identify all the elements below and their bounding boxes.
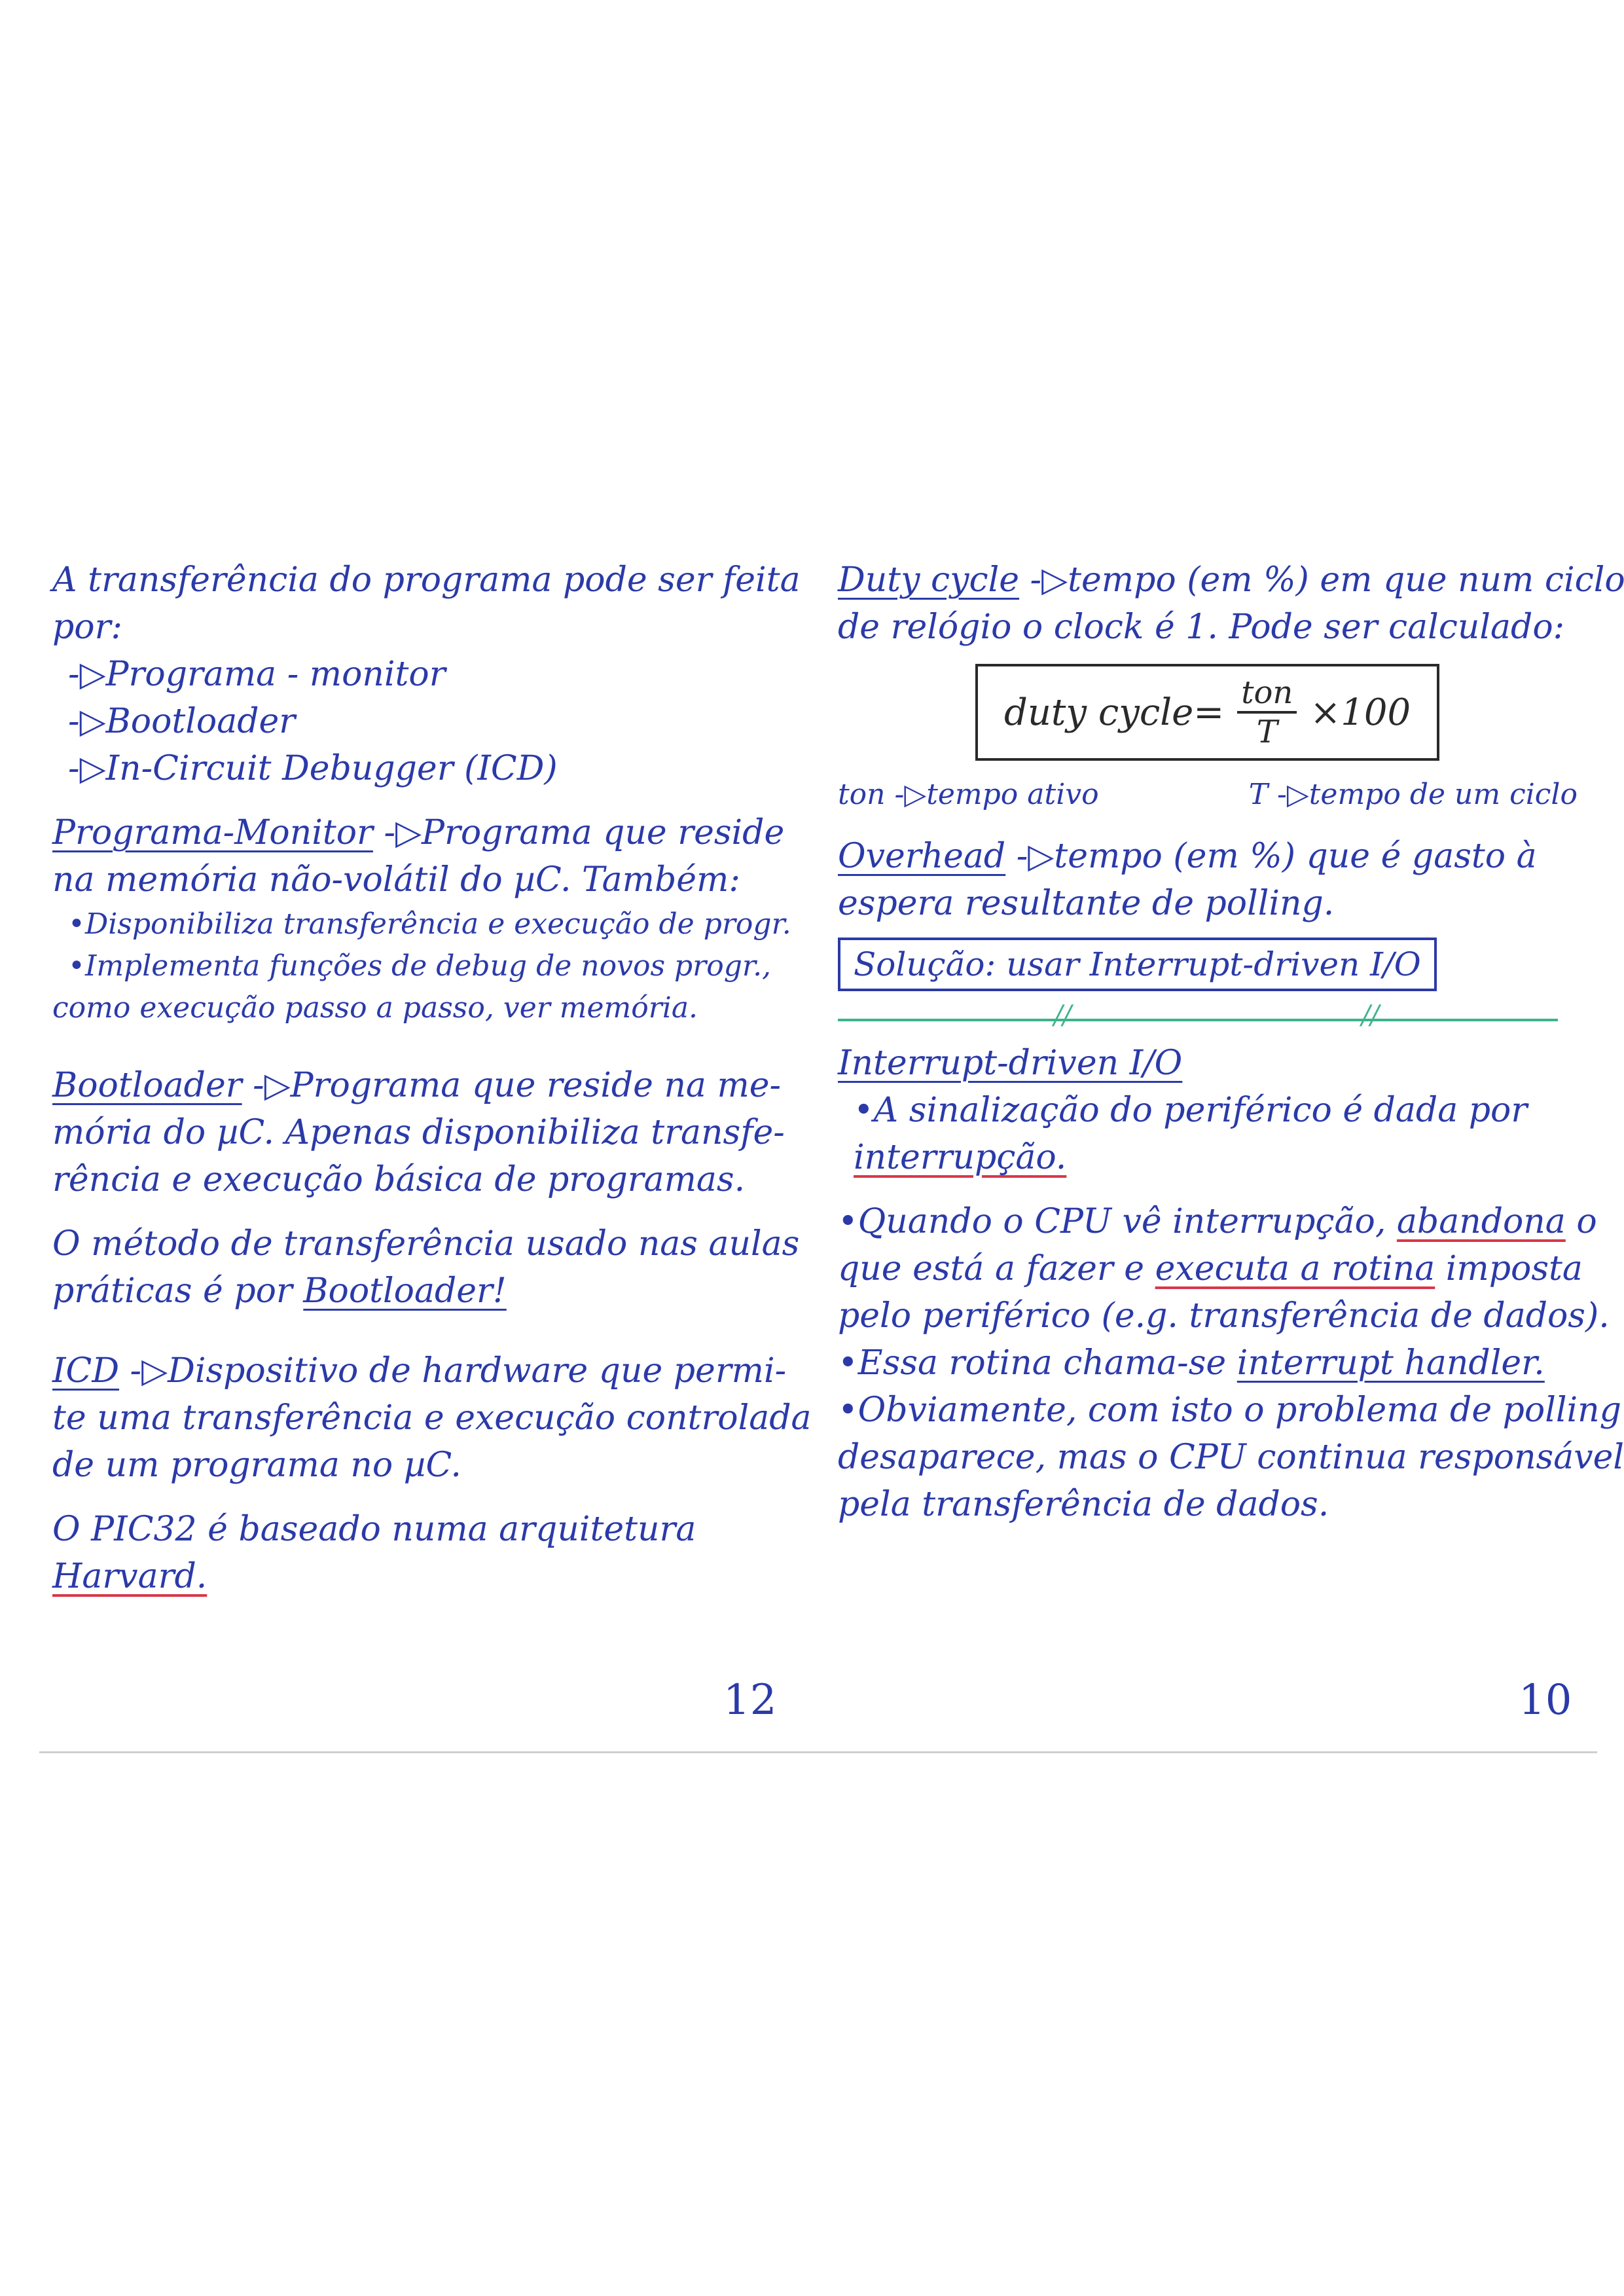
method-note-line-1: O método de transferência usado nas aula…: [52, 1224, 800, 1264]
monitor-line-2: na memória não-volátil do µC. Também:: [52, 860, 740, 900]
icd-term: ICD: [52, 1351, 120, 1391]
formula-denominator: T: [1256, 714, 1278, 750]
icd-line-1: ICD -▷Dispositivo de hardware que permi-: [52, 1351, 787, 1391]
page-fold-line: [39, 1751, 1597, 1753]
duty-line-2: de relógio o clock é 1. Pode ser calcula…: [838, 608, 1565, 647]
bootloader-highlight: Bootloader!: [303, 1271, 507, 1311]
method-note-line-2: práticas é por Bootloader!: [52, 1271, 507, 1311]
formula-numerator: ton: [1237, 674, 1297, 714]
method-icd: -▷In-Circuit Debugger (ICD): [68, 749, 558, 788]
def-ton: ton -▷tempo ativo: [838, 778, 1099, 811]
intro-line-2: por:: [52, 608, 122, 647]
bootloader-line-2: mória do µC. Apenas disponibiliza transf…: [52, 1113, 785, 1152]
interrupt-handler-term: interrupt handler.: [1236, 1343, 1545, 1383]
interrupt-bullet-4-line-1: •Obviamente, com isto o problema de poll…: [838, 1391, 1621, 1430]
interrupt-bullet-4-line-2: desaparece, mas o CPU continua responsáv…: [838, 1438, 1624, 1477]
executa-rotina-term: executa a rotina: [1155, 1249, 1435, 1288]
interrupt-bullet-2-line-1: •Quando o CPU vê interrupção, abandona o: [838, 1202, 1597, 1241]
formula-rhs: ×100: [1310, 691, 1411, 734]
interrupt-bullet-2-line-3: pelo periférico (e.g. transferência de d…: [838, 1296, 1610, 1336]
page-number-right: 10: [1519, 1676, 1572, 1724]
method-bootloader: -▷Bootloader: [68, 702, 296, 741]
method-monitor: -▷Programa - monitor: [68, 655, 446, 694]
bootloader-line-3: rência e execução básica de programas.: [52, 1160, 746, 1199]
icd-line-2: te uma transferência e execução controla…: [52, 1398, 812, 1438]
monitor-bullet-2-cont: como execução passo a passo, ver memória…: [52, 991, 698, 1025]
pic32-line: O PIC32 é baseado numa arquitetura: [52, 1510, 696, 1549]
right-page: Duty cycle -▷tempo (em %) em que num cic…: [838, 556, 1624, 1528]
harvard-term: Harvard.: [52, 1557, 208, 1596]
section-divider: // //: [838, 1000, 1591, 1040]
solution-box: Solução: usar Interrupt-driven I/O: [838, 938, 1437, 991]
monitor-bullet-1: •Disponibiliza transferência e execução …: [68, 907, 791, 941]
interrupt-bullet-1: •A sinalização do periférico é dada por: [854, 1091, 1528, 1130]
interrupt-bullet-2-line-2: que está a fazer e executa a rotina impo…: [838, 1249, 1583, 1288]
interrupt-heading: Interrupt-driven I/O: [838, 1044, 1183, 1083]
monitor-line-1: Programa-Monitor -▷Programa que reside: [52, 813, 785, 852]
formula-definitions: ton -▷tempo ativo T -▷tempo de um ciclo: [838, 774, 1591, 816]
monitor-bullet-2: •Implementa funções de debug de novos pr…: [68, 949, 772, 983]
duty-line-1: Duty cycle -▷tempo (em %) em que num cic…: [838, 560, 1624, 600]
overhead-line-2: espera resultante de polling.: [838, 884, 1335, 923]
abandona-term: abandona: [1396, 1202, 1566, 1241]
interrupt-bullet-1-cont: interrupção.: [838, 1134, 1591, 1181]
interrupt-bullet-3: •Essa rotina chama-se interrupt handler.: [838, 1343, 1545, 1383]
bootloader-line-1: Bootloader -▷Programa que reside na me-: [52, 1066, 782, 1105]
left-page: A transferência do programa pode ser fei…: [52, 556, 812, 1600]
formula-lhs: duty cycle=: [1004, 691, 1225, 734]
overhead-term: Overhead: [838, 837, 1006, 876]
pic32-term-line: Harvard.: [52, 1553, 785, 1600]
page-number-left: 12: [723, 1676, 777, 1724]
interrupcao-term: interrupção.: [854, 1138, 1067, 1177]
overhead-line-1: Overhead -▷tempo (em %) que é gasto à: [838, 837, 1537, 876]
icd-line-3: de um programa no µC.: [52, 1446, 461, 1485]
monitor-term: Programa-Monitor: [52, 813, 373, 852]
intro-line-1: A transferência do programa pode ser fei…: [52, 560, 801, 600]
interrupt-bullet-4-line-3: pela transferência de dados.: [838, 1485, 1329, 1524]
bootloader-term: Bootloader: [52, 1066, 242, 1105]
def-t: T -▷tempo de um ciclo: [1248, 778, 1578, 811]
duty-term: Duty cycle: [838, 560, 1020, 600]
formula-fraction: ton T: [1237, 674, 1297, 750]
duty-cycle-formula: duty cycle= ton T ×100: [975, 664, 1440, 761]
